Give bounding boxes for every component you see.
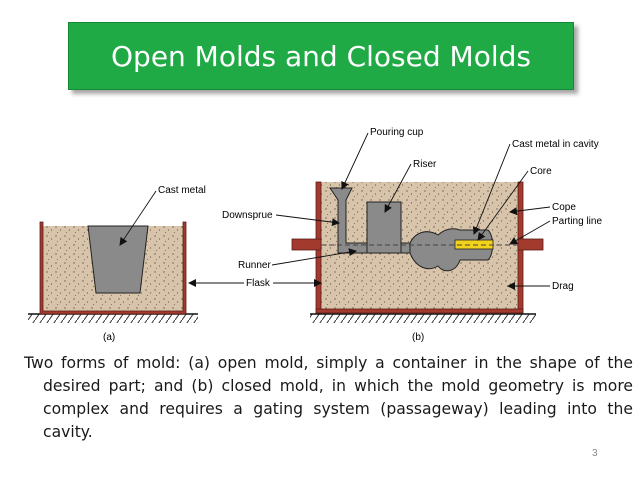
label-core: Core (530, 166, 552, 177)
flask-flange-right (517, 238, 544, 251)
open-mold-cast-metal (87, 225, 149, 294)
caption-a: (a) (103, 332, 115, 343)
label-cope: Cope (552, 202, 576, 213)
leader-parting-line (509, 220, 551, 245)
leader-cast-metal-in-cavity (472, 143, 511, 235)
leader-cast-metal (119, 190, 157, 246)
flask-flange-left (291, 238, 322, 251)
closed-mold: Pouring cup Cast metal in cavity Riser C… (188, 127, 602, 343)
leader-downsprue (275, 214, 340, 227)
label-drag: Drag (552, 281, 574, 292)
title-banner: Open Molds and Closed Molds (68, 22, 574, 90)
label-runner: Runner (238, 260, 271, 271)
leader-riser (384, 163, 412, 213)
leader-runner (271, 248, 357, 266)
caption-b: (b) (412, 332, 424, 343)
label-downsprue: Downsprue (222, 210, 273, 221)
leader-pouring-cup (341, 132, 369, 190)
label-cast-metal-in-cavity: Cast metal in cavity (512, 139, 599, 150)
leader-core (477, 170, 529, 241)
ground-b-hatch (310, 314, 536, 323)
flask-bottom (315, 308, 524, 314)
figure-description: Two forms of mold: (a) open mold, simply… (24, 354, 633, 441)
label-cast-metal: Cast metal (158, 185, 206, 196)
ground-a-hatch (28, 314, 198, 323)
slide-number: 3 (592, 448, 598, 459)
label-pouring-cup: Pouring cup (370, 127, 424, 138)
leader-cope (509, 206, 551, 216)
label-flask: Flask (246, 278, 271, 289)
label-riser: Riser (413, 159, 437, 170)
label-parting-line: Parting line (552, 216, 602, 227)
mold-figure: Cast metal (a) Pouring cup Cast metal in… (28, 127, 602, 343)
open-mold-flask (39, 221, 187, 315)
slide-title: Open Molds and Closed Molds (111, 39, 531, 73)
open-mold: Cast metal (a) (28, 185, 206, 343)
